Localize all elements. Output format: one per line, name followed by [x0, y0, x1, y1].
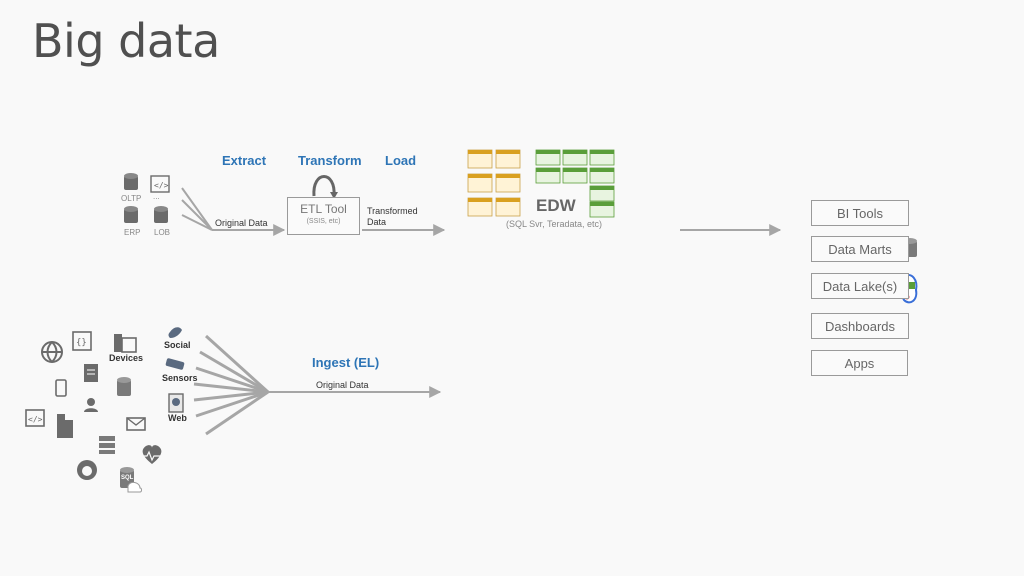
- social-label: Social: [164, 340, 191, 350]
- city-buildings-icon: [57, 414, 73, 438]
- sensor-device-icon: [165, 358, 185, 370]
- ingest-label: Ingest (EL): [312, 355, 380, 370]
- mail-icon: [126, 417, 146, 431]
- sensors-label: Sensors: [162, 373, 198, 383]
- apps-box: Apps: [811, 350, 908, 376]
- edw-green-tables: [535, 149, 615, 218]
- lob-db-icon: [154, 206, 168, 223]
- dashboards-box: Dashboards: [811, 313, 909, 339]
- server-icon: [99, 436, 115, 454]
- erp-db-icon: [124, 206, 138, 223]
- edw-orange-tables: [467, 149, 521, 217]
- lob-label: LOB: [154, 228, 171, 237]
- devices-label: Devices: [109, 353, 144, 363]
- etl-tool-name: ETL Tool: [300, 202, 347, 216]
- user-icon: [84, 398, 98, 412]
- svg-text:{}: {}: [76, 338, 87, 348]
- code-tag-icon: </>: [25, 409, 45, 427]
- document-icon: [84, 364, 98, 382]
- transform-loop-icon: [312, 175, 336, 197]
- original-data-label: Original Data: [215, 218, 268, 228]
- phone-icon: [55, 379, 67, 397]
- erp-label: ERP: [124, 228, 141, 237]
- transformed-data-line2: Data: [367, 217, 387, 227]
- bird-social-icon: [168, 327, 182, 338]
- more-sources-label: ...: [153, 192, 160, 201]
- code-file-icon: </>: [150, 175, 170, 193]
- transformed-data-line1: Transformed: [367, 206, 418, 216]
- web-label: Web: [168, 413, 187, 423]
- oltp-db-icon: [124, 173, 138, 190]
- edw-sub-label: (SQL Svr, Teradata, etc): [506, 219, 603, 229]
- svg-text:</>: </>: [154, 181, 169, 190]
- edw-label: EDW: [536, 196, 576, 215]
- ingest-source-lines: [193, 334, 270, 436]
- data-marts-box: Data Marts: [811, 236, 909, 262]
- json-file-icon: {}: [72, 331, 92, 351]
- data-lakes-box: Data Lake(s): [811, 273, 909, 299]
- bi-tools-box: BI Tools: [811, 200, 909, 226]
- heart-monitor-icon: [142, 445, 162, 464]
- load-label: Load: [385, 153, 417, 168]
- etl-tool-box: ETL Tool (SSIS, etc): [287, 197, 360, 235]
- database-icon: [117, 377, 131, 396]
- page-title: Big data: [32, 14, 220, 68]
- svg-text:</>: </>: [28, 415, 43, 424]
- github-icon: [77, 460, 97, 480]
- sql-icon-label: SQL: [121, 475, 134, 481]
- globe-icon: [41, 341, 63, 363]
- ingest-original-data-label: Original Data: [316, 380, 369, 390]
- etl-source-lines: [181, 187, 213, 231]
- devices-icon: [114, 334, 137, 353]
- etl-tool-sub: (SSIS, etc): [306, 218, 341, 225]
- oltp-label: OLTP: [121, 194, 142, 203]
- transform-label: Transform: [298, 153, 362, 168]
- sql-database-icon: [120, 467, 142, 493]
- transformed-data-label: Transformed Data: [367, 206, 418, 228]
- web-page-icon: [168, 393, 184, 413]
- extract-label: Extract: [222, 153, 267, 168]
